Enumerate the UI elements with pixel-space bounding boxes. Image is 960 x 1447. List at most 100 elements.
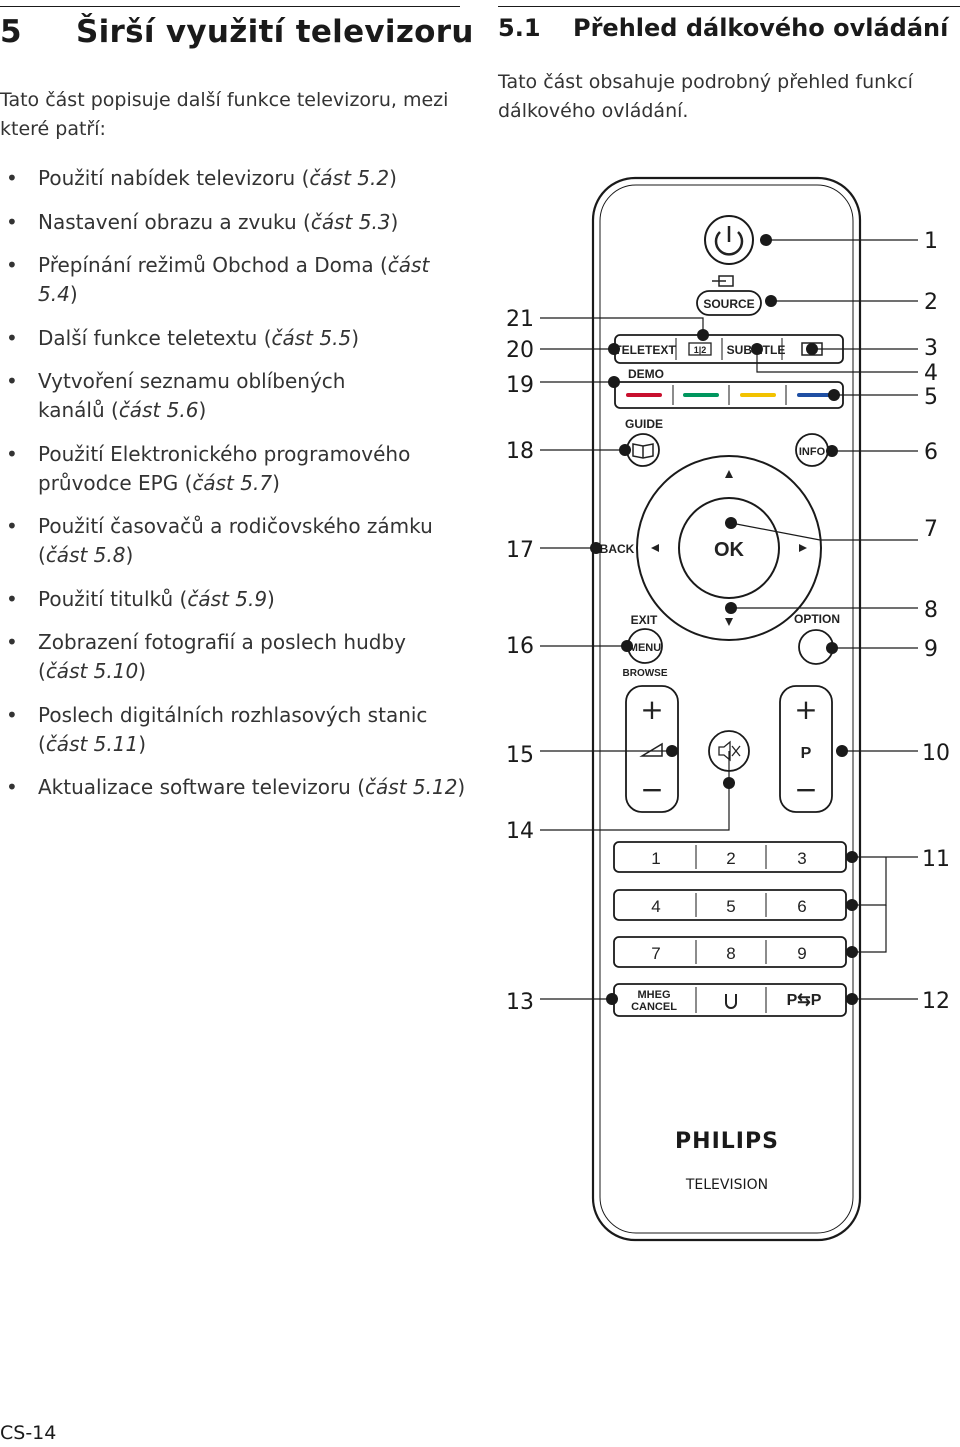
callout-number: 21 [506, 307, 534, 332]
digit-key: 5 [726, 897, 735, 916]
callout-number: 14 [506, 819, 534, 844]
callout-number: 17 [506, 538, 534, 563]
list-item: •Přepínání režimů Obchod a Doma (část 5.… [6, 253, 430, 306]
digit-key: 2 [726, 849, 735, 868]
browse-label: BROWSE [623, 668, 668, 679]
source-icon [712, 275, 734, 287]
subsection-number: 5.1 [498, 14, 541, 42]
callout-number: 18 [506, 439, 534, 464]
brand-logo: PHILIPS [675, 1129, 779, 1154]
left-arrow-icon [651, 544, 659, 552]
list-item: •Použití Elektronického programového prů… [6, 441, 411, 495]
volume-icon [639, 742, 663, 757]
volume-down-icon: − [640, 773, 663, 806]
cancel-label: CANCEL [631, 1001, 677, 1013]
list-item: •Nastavení obrazu a zvuku (část 5.3) [6, 209, 399, 234]
list-item: •Použití titulků (část 5.9) [6, 586, 275, 611]
svg-text:OK: OK [714, 539, 745, 561]
digit-key: 9 [797, 944, 806, 963]
list-item: •Použití časovačů a rodičovského zámku (… [6, 514, 433, 567]
subsection-intro: Tato část obsahuje podrobný přehled funk… [498, 71, 913, 122]
source-button [696, 290, 762, 316]
green-key [683, 393, 719, 397]
subsection-title: Přehled dálkového ovládání [573, 14, 949, 42]
exit-label: EXIT [631, 613, 658, 627]
callout-number: 10 [922, 741, 950, 766]
digit-key: 7 [651, 944, 660, 963]
callout-number: 5 [924, 385, 938, 410]
section-title: Širší využití televizoru [76, 14, 474, 50]
option-label: OPTION [794, 612, 840, 626]
callout-number: 15 [506, 743, 534, 768]
list-item: •Další funkce teletextu (část 5.5) [6, 325, 359, 350]
callout-number: 16 [506, 634, 534, 659]
svg-text:MENU: MENU [629, 642, 661, 654]
brand-subtitle: TELEVISION [685, 1177, 768, 1193]
callout-number: 12 [922, 989, 950, 1014]
power-icon [714, 226, 744, 256]
svg-text:INFO: INFO [799, 446, 826, 458]
teletext-label: TELETEXT [614, 343, 676, 357]
callout-number: 19 [506, 373, 534, 398]
previous-program-label: P⇆P [787, 992, 822, 1009]
book-icon [632, 443, 654, 459]
down-arrow-icon [725, 618, 733, 626]
callout-numbers-right: 1 2 3 4 5 6 7 8 9 10 11 12 [922, 229, 950, 1014]
volume-rocker [625, 685, 679, 813]
remote-control-diagram: SOURCE TELETEXT 1|2 SUBTITLE DEMO GUIDE … [506, 176, 950, 1242]
list-item: •Zobrazení fotografií a poslech hudby (č… [6, 630, 406, 683]
program-rocker [779, 685, 833, 813]
callout-number: 11 [922, 847, 950, 872]
remote-body-outline [591, 176, 862, 1242]
callout-numbers-left: 21 20 19 18 17 16 15 14 13 [506, 307, 534, 1015]
section-intro: Tato část popisuje další funkce televizo… [0, 89, 449, 140]
page-number: CS-14 [0, 1422, 57, 1444]
digit-key: 3 [797, 849, 806, 868]
callout-number: 6 [924, 440, 938, 465]
mute-icon [718, 740, 741, 762]
callout-number: 8 [924, 598, 938, 623]
mheg-label: MHEG [638, 989, 671, 1001]
section-number: 5 [0, 14, 22, 50]
svg-text:1|2: 1|2 [694, 345, 707, 355]
right-arrow-icon [799, 544, 807, 552]
callout-number: 1 [924, 229, 938, 254]
up-arrow-icon [725, 470, 733, 478]
callout-number: 20 [506, 338, 534, 363]
source-label: SOURCE [703, 297, 754, 311]
list-item: •Použití nabídek televizoru (část 5.2) [6, 166, 397, 190]
top-rule-right [498, 6, 960, 7]
demo-label: DEMO [628, 367, 664, 381]
digit-entry-icon [725, 994, 737, 1009]
remote-body-inner [599, 184, 854, 1234]
callout-number: 13 [506, 990, 534, 1015]
digit-key: 1 [651, 849, 660, 868]
program-down-icon: − [794, 773, 817, 806]
digit-keypad: 1 2 3 4 5 6 7 8 9 [613, 841, 847, 968]
digit-key: 6 [797, 897, 806, 916]
callout-number: 2 [924, 290, 938, 315]
list-item: •Aktualizace software televizoru (část 5… [6, 775, 466, 799]
callout-number: 4 [924, 361, 938, 386]
blue-key [797, 393, 833, 397]
digit-key: 4 [651, 897, 660, 916]
guide-label: GUIDE [625, 417, 663, 431]
callout-number: 3 [924, 336, 938, 361]
program-label: P [801, 745, 812, 762]
topic-list: •Použití nabídek televizoru (část 5.2) •… [0, 164, 470, 817]
back-label: BACK [600, 542, 635, 556]
color-keys [614, 381, 844, 409]
yellow-key [740, 393, 776, 397]
list-item: •Poslech digitálních rozhlasových stanic… [6, 702, 428, 756]
callout-leaders-right [723, 234, 918, 1005]
callout-leaders-left [540, 317, 730, 1005]
red-key [626, 393, 662, 397]
ok-button [678, 497, 780, 599]
callout-number: 7 [924, 517, 938, 542]
list-item: •Vytvoření seznamu oblíbených kanálů (čá… [6, 369, 346, 422]
callout-number: 9 [924, 637, 938, 662]
dual-icon [688, 342, 712, 356]
volume-up-icon: + [640, 693, 663, 726]
top-rule-left [0, 6, 460, 7]
digit-key: 8 [726, 944, 735, 963]
